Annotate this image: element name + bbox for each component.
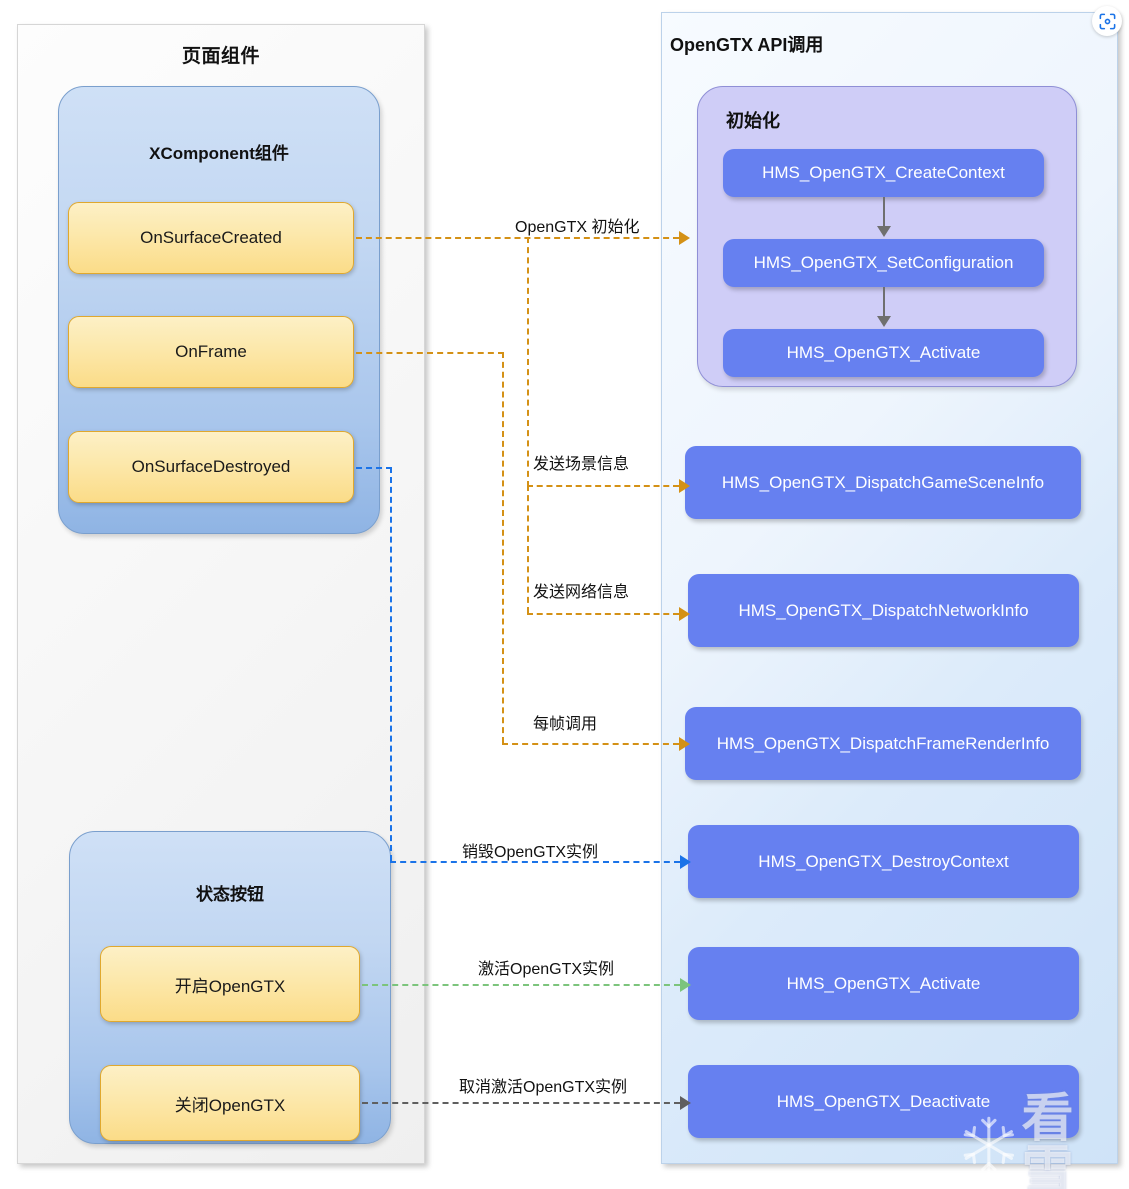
edge-destroy-label: 销毁OpenGTX实例 xyxy=(462,844,599,861)
api-node-dispatch-frame-render-info[interactable]: HMS_OpenGTX_DispatchFrameRenderInfo xyxy=(685,707,1081,780)
edge-onframe-trunk xyxy=(502,352,504,743)
button-enable-opengtx[interactable]: 开启OpenGTX xyxy=(100,946,360,1022)
edge-scene-line xyxy=(527,485,679,487)
edge-network-line xyxy=(527,613,679,615)
edge-frame-line xyxy=(502,743,679,745)
edge-activate-arrowhead xyxy=(680,978,691,992)
edge-deactivate-line xyxy=(362,1102,680,1104)
edge-onframe-stub xyxy=(356,352,504,354)
edge-init-label: OpenGTX 初始化 xyxy=(515,219,640,236)
api-panel-title: OpenGTX API调用 xyxy=(670,35,824,55)
api-node-activate-init[interactable]: HMS_OpenGTX_Activate xyxy=(723,329,1044,377)
edge-network-trunk xyxy=(527,485,529,613)
node-on-surface-created[interactable]: OnSurfaceCreated xyxy=(68,202,354,274)
edge-init-line xyxy=(356,237,679,239)
node-on-surface-destroyed[interactable]: OnSurfaceDestroyed xyxy=(68,431,354,503)
api-node-create-context[interactable]: HMS_OpenGTX_CreateContext xyxy=(723,149,1044,197)
page-title: 页面组件 xyxy=(181,46,260,67)
group-initialization-title: 初始化 xyxy=(726,111,780,131)
edge-destroy-line xyxy=(390,861,680,863)
edge-network-arrowhead xyxy=(679,607,690,621)
edge-scene-trunk xyxy=(527,237,529,487)
button-disable-opengtx[interactable]: 关闭OpenGTX xyxy=(100,1065,360,1141)
api-node-dispatch-network-info[interactable]: HMS_OpenGTX_DispatchNetworkInfo xyxy=(688,574,1079,647)
edge-scene-arrowhead xyxy=(679,479,690,493)
api-node-activate[interactable]: HMS_OpenGTX_Activate xyxy=(688,947,1079,1020)
edge-frame-arrowhead xyxy=(679,737,690,751)
group-xcomponent-title: XComponent组件 xyxy=(149,144,289,163)
edge-destroy-arrowhead xyxy=(680,855,691,869)
edge-deactivate-label: 取消激活OpenGTX实例 xyxy=(459,1079,628,1096)
edge-network-label: 发送网络信息 xyxy=(533,584,630,601)
api-node-destroy-context[interactable]: HMS_OpenGTX_DestroyContext xyxy=(688,825,1079,898)
edge-deactivate-arrowhead xyxy=(680,1096,691,1110)
api-node-set-configuration[interactable]: HMS_OpenGTX_SetConfiguration xyxy=(723,239,1044,287)
api-node-dispatch-game-scene-info[interactable]: HMS_OpenGTX_DispatchGameSceneInfo xyxy=(685,446,1081,519)
arrow-create-to-setconfig-line xyxy=(883,197,885,227)
edge-destroy-stub xyxy=(356,467,392,469)
edge-activate-line xyxy=(362,984,680,986)
node-on-frame[interactable]: OnFrame xyxy=(68,316,354,388)
group-state-buttons-title: 状态按钮 xyxy=(196,885,264,904)
edge-init-arrowhead xyxy=(679,231,690,245)
edge-destroy-trunk xyxy=(390,467,392,861)
edge-scene-label: 发送场景信息 xyxy=(533,456,630,473)
scan-icon[interactable] xyxy=(1092,6,1122,36)
arrow-setconfig-to-activate-line xyxy=(883,287,885,317)
edge-frame-label: 每帧调用 xyxy=(533,716,598,733)
arrow-setconfig-to-activate-head xyxy=(877,316,891,327)
arrow-create-to-setconfig-head xyxy=(877,226,891,237)
api-node-deactivate[interactable]: HMS_OpenGTX_Deactivate xyxy=(688,1065,1079,1138)
edge-activate-label: 激活OpenGTX实例 xyxy=(478,961,615,978)
